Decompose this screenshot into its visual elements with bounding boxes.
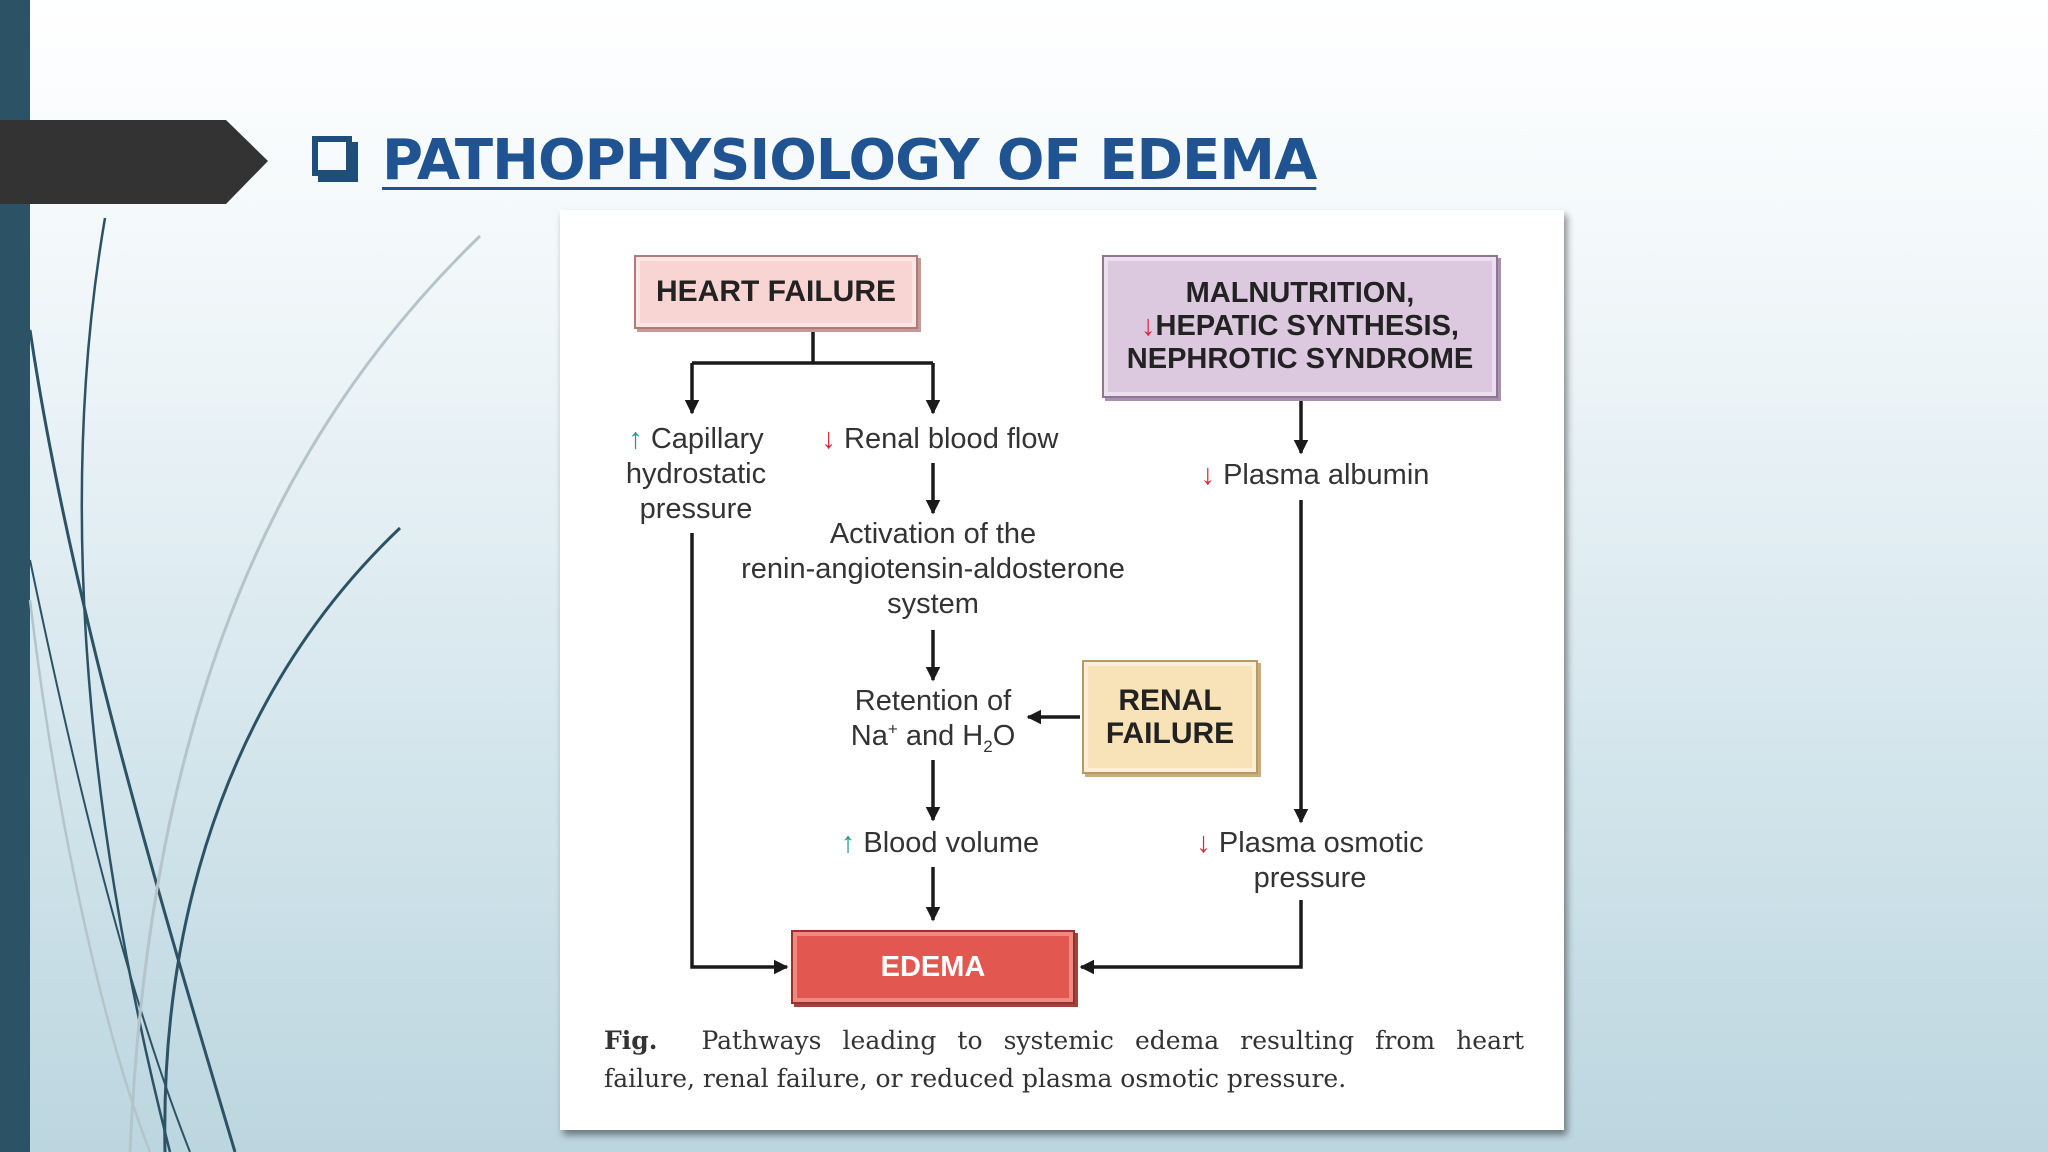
renal-blood-flow-node: ↓Renal blood flow	[805, 422, 1075, 457]
decrease-arrow-icon: ↓	[821, 423, 837, 455]
title-arrow-tab	[0, 120, 268, 204]
decrease-arrow-icon: ↓	[1200, 459, 1216, 491]
raas-line2: renin-angiotensin-aldosterone	[741, 553, 1125, 585]
caption-text: Pathways leading to systemic edema resul…	[604, 1026, 1524, 1093]
blood-volume-node: ↑Blood volume	[805, 826, 1075, 861]
plasma-osmotic-pressure-node: ↓Plasma osmotic pressure	[1160, 826, 1460, 896]
malnutrition-label-line1: MALNUTRITION,	[1185, 277, 1415, 309]
malnutrition-label-line2: HEPATIC SYNTHESIS,	[1155, 310, 1459, 342]
checkbox-bullet-icon	[312, 136, 352, 176]
capillary-line1: Capillary	[650, 423, 764, 455]
edema-label: EDEMA	[880, 950, 986, 983]
capillary-line2: hydrostatic	[625, 458, 767, 490]
malnutrition-label-line3: NEPHROTIC SYNDROME	[1126, 343, 1474, 375]
increase-arrow-icon: ↑	[840, 827, 856, 859]
capillary-pressure-node: ↑Capillary hydrostatic pressure	[596, 422, 796, 527]
edema-pathway-figure: HEART FAILURE MALNUTRITION, ↓HEPATIC SYN…	[560, 210, 1564, 1130]
connector-heart-split	[692, 330, 933, 365]
heart-failure-label: HEART FAILURE	[656, 275, 896, 308]
renal-failure-box: RENAL FAILURE	[1082, 660, 1258, 774]
blood-volume-label: Blood volume	[863, 827, 1040, 859]
decrease-arrow-icon: ↓	[1141, 310, 1156, 342]
plasma-albumin-node: ↓Plasma albumin	[1180, 458, 1450, 493]
osmotic-line1: Plasma osmotic	[1218, 827, 1424, 859]
plasma-albumin-label: Plasma albumin	[1223, 459, 1430, 491]
sodium-water-retention-node: Retention of Na+ and H2O	[818, 684, 1048, 756]
renal-failure-line2: FAILURE	[1105, 717, 1235, 750]
increase-arrow-icon: ↑	[628, 423, 643, 455]
retention-line2: Na+ and H2O	[850, 719, 1016, 756]
retention-line1: Retention of	[854, 685, 1012, 717]
figure-caption: Fig.Pathways leading to systemic edema r…	[604, 1022, 1524, 1098]
flow-connectors	[684, 330, 1309, 975]
decorative-curves	[28, 217, 482, 1152]
malnutrition-box: MALNUTRITION, ↓HEPATIC SYNTHESIS, NEPHRO…	[1102, 255, 1498, 398]
raas-line3: system	[887, 588, 979, 620]
renal-failure-line1: RENAL	[1118, 684, 1222, 717]
title-row: PATHOPHYSIOLOGY OF EDEMA	[312, 120, 1317, 200]
heart-failure-box: HEART FAILURE	[634, 255, 918, 329]
edema-box: EDEMA	[791, 930, 1075, 1004]
arrow-osmotic-to-edema	[1079, 900, 1303, 975]
decrease-arrow-icon: ↓	[1196, 827, 1211, 859]
raas-activation-node: Activation of the renin-angiotensin-aldo…	[728, 517, 1138, 622]
slide-title: PATHOPHYSIOLOGY OF EDEMA	[382, 127, 1317, 193]
capillary-line3: pressure	[639, 493, 753, 525]
arrow-capillary-to-edema	[690, 533, 789, 975]
caption-fig-label: Fig.	[604, 1026, 658, 1055]
renal-blood-flow-label: Renal blood flow	[844, 423, 1059, 455]
raas-line1: Activation of the	[829, 518, 1037, 550]
osmotic-line2: pressure	[1253, 862, 1367, 894]
